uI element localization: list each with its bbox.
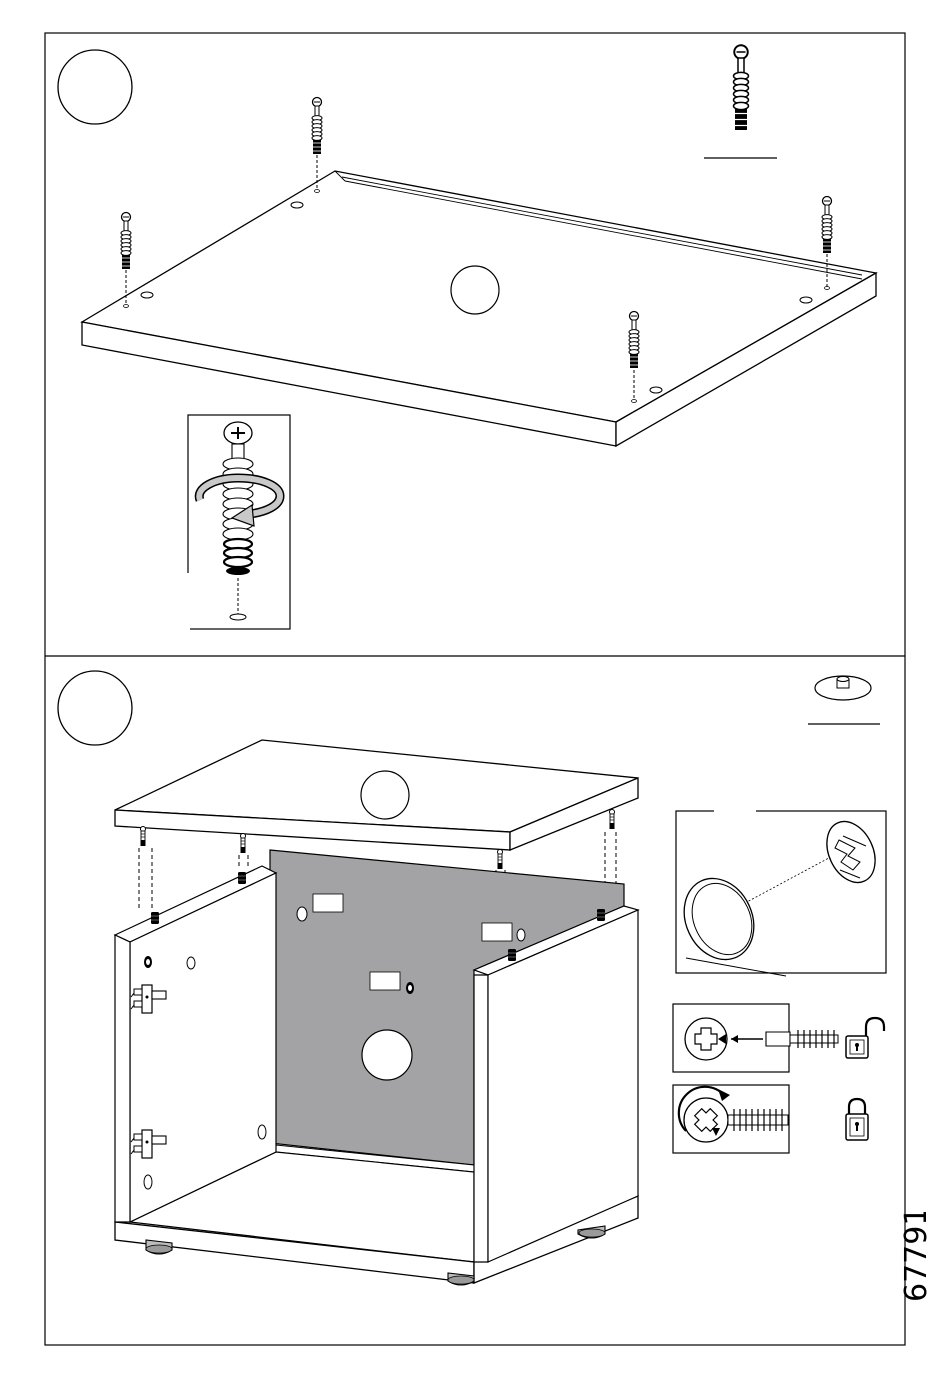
locked-padlock-icon [846,1099,868,1140]
cam-dowel-side-icon [790,1030,838,1048]
part-reference-circle [451,266,499,314]
part-reference-circle [361,771,409,819]
panel-tag [313,894,343,912]
cabinet-top-panel [115,740,638,869]
lower-step-panel [58,671,886,1285]
document-code: 67791 [898,1212,934,1302]
part-reference-circle [362,1030,412,1080]
panel-tag [482,923,512,941]
document-code-text: 67791 [899,1212,934,1302]
part-callout [704,45,777,158]
top-panel-board [82,171,876,446]
part-callout [808,676,880,724]
unlocked-padlock-icon [846,1018,884,1058]
screw-in-detail-inset [184,415,290,633]
panel-tag [370,972,400,990]
cam-unlocked-orientation-box [673,1004,884,1072]
upper-step-panel [58,45,876,633]
step-number-circle [58,671,132,745]
step-number-circle [58,50,132,124]
cam-locked-orientation-box [673,1085,868,1153]
cam-lock-detail-inset [671,806,886,976]
